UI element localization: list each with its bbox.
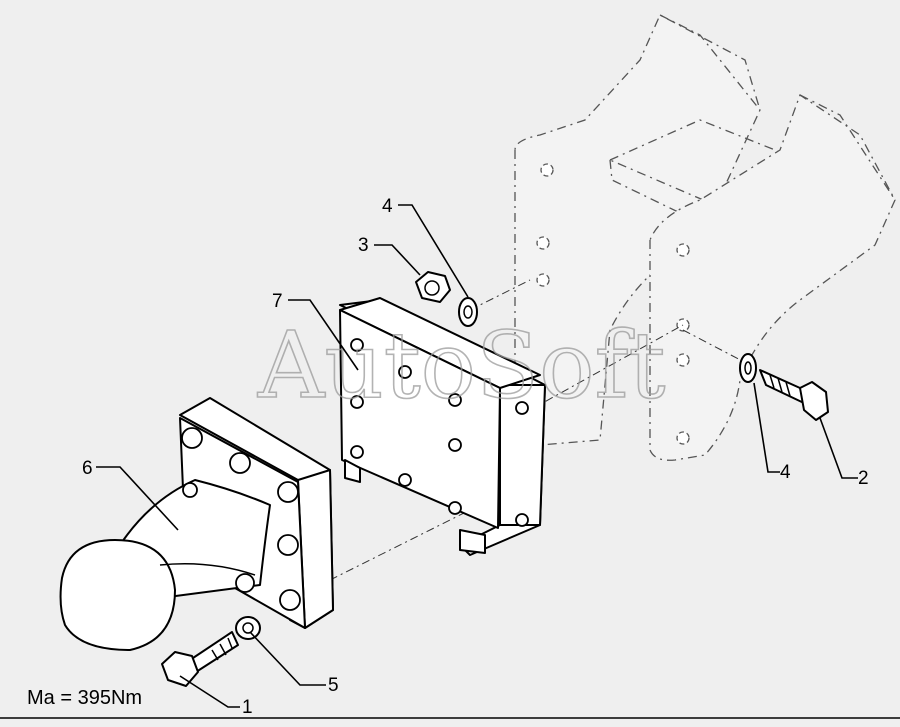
callout-1: 1 — [242, 697, 253, 718]
torque-spec: Ma = 395Nm — [27, 687, 142, 709]
callout-4-top: 4 — [382, 196, 393, 217]
callout-4-right: 4 — [780, 462, 791, 483]
bolt-bottom — [161, 631, 239, 687]
callout-3: 3 — [358, 235, 369, 256]
hex-nut — [415, 271, 451, 303]
washer-right — [739, 353, 757, 383]
lock-washer — [235, 616, 261, 640]
tow-ball-coupling — [59, 397, 334, 651]
callout-7: 7 — [272, 291, 283, 312]
callout-5: 5 — [328, 675, 339, 696]
callout-2: 2 — [858, 468, 869, 489]
washer-top — [458, 297, 478, 327]
bolt-right — [759, 369, 829, 421]
mounting-plate — [339, 297, 546, 556]
callout-6: 6 — [82, 458, 93, 479]
watermark-text: AutoSoft — [257, 312, 666, 419]
callout-leaders — [0, 204, 900, 719]
vehicle-frame-phantom — [514, 14, 896, 461]
assembly-centerlines — [329, 279, 751, 581]
